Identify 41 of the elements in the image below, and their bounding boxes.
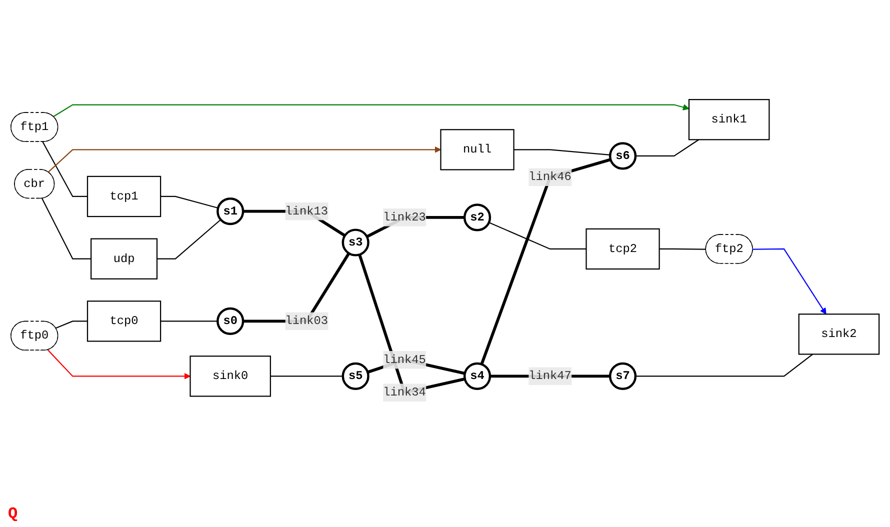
node-circle: s1	[216, 197, 244, 225]
edge-label: link13	[285, 204, 328, 218]
node-circle: s6	[608, 142, 637, 170]
edge-label: link23	[383, 210, 426, 224]
connector	[160, 320, 218, 322]
connector	[42, 141, 88, 197]
edge-label: link45	[383, 352, 426, 366]
connector	[270, 375, 343, 376]
node-box: tcp1	[86, 175, 162, 217]
node-circle: s4	[463, 362, 492, 390]
node-box: sink2	[798, 313, 880, 354]
arrow	[48, 146, 442, 172]
connector	[157, 218, 222, 259]
edge-label: link03	[285, 314, 328, 328]
connector	[42, 198, 92, 259]
node-circle: s7	[608, 362, 637, 390]
node-box: sink0	[190, 355, 271, 396]
node-box: sink1	[688, 98, 770, 140]
arrow	[752, 248, 826, 314]
edge-label: link46	[528, 170, 572, 184]
node-box: tcp2	[586, 228, 660, 270]
connector	[514, 148, 610, 155]
node-circle: s2	[463, 203, 492, 231]
queue-label: Q	[8, 505, 18, 523]
node-circle: s3	[342, 228, 370, 256]
arrow	[53, 104, 690, 117]
arrow	[47, 349, 191, 379]
node-circle: s5	[342, 362, 370, 390]
node-box: null	[440, 128, 514, 170]
connector	[659, 248, 706, 250]
connector	[160, 195, 218, 208]
edge-label: link34	[383, 385, 426, 399]
node-circle: s0	[216, 306, 244, 334]
connector	[488, 221, 586, 250]
edge-label: link47	[528, 369, 572, 382]
connector	[635, 353, 814, 376]
connector	[56, 320, 88, 328]
node-box: udp	[90, 238, 158, 279]
node-box: tcp0	[86, 300, 162, 342]
connector	[480, 158, 611, 364]
connector	[635, 138, 700, 156]
